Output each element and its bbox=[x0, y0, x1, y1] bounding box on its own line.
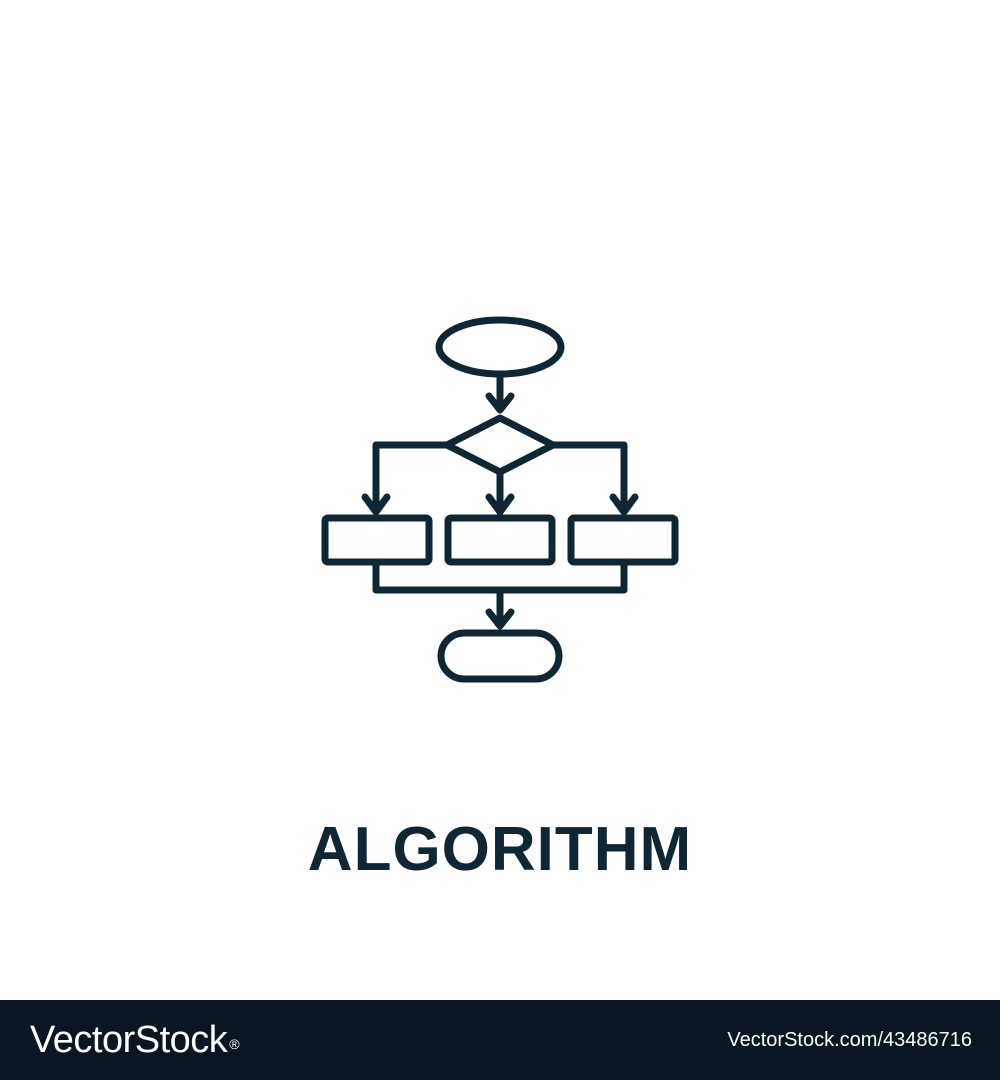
process-box-center bbox=[444, 514, 556, 566]
arrow-head bbox=[485, 392, 515, 414]
arrow-head bbox=[361, 493, 391, 516]
decision-diamond bbox=[443, 414, 557, 476]
image-reference: VectorStock.com/43486716 bbox=[727, 1029, 972, 1051]
process-box-right bbox=[567, 514, 679, 566]
arrow-head bbox=[485, 608, 515, 630]
connector-line bbox=[372, 441, 451, 514]
start-ellipse bbox=[435, 316, 565, 378]
footer-bar: VectorStock® VectorStock.com/43486716 bbox=[0, 1000, 1000, 1080]
process-box-left bbox=[321, 514, 433, 566]
flowchart-icon bbox=[321, 316, 679, 683]
icon-caption: ALGORITHM bbox=[307, 815, 693, 884]
end-terminator bbox=[437, 629, 563, 683]
arrow-head bbox=[485, 493, 515, 516]
arrow-head bbox=[609, 493, 639, 516]
artwork-canvas: ALGORITHM bbox=[307, 316, 693, 884]
brand-logo[interactable]: VectorStock® bbox=[30, 1018, 240, 1062]
brand-logo-text: VectorStock bbox=[30, 1019, 228, 1061]
connector-line bbox=[372, 558, 628, 594]
registered-mark: ® bbox=[229, 1036, 240, 1052]
connector-line bbox=[549, 441, 628, 514]
